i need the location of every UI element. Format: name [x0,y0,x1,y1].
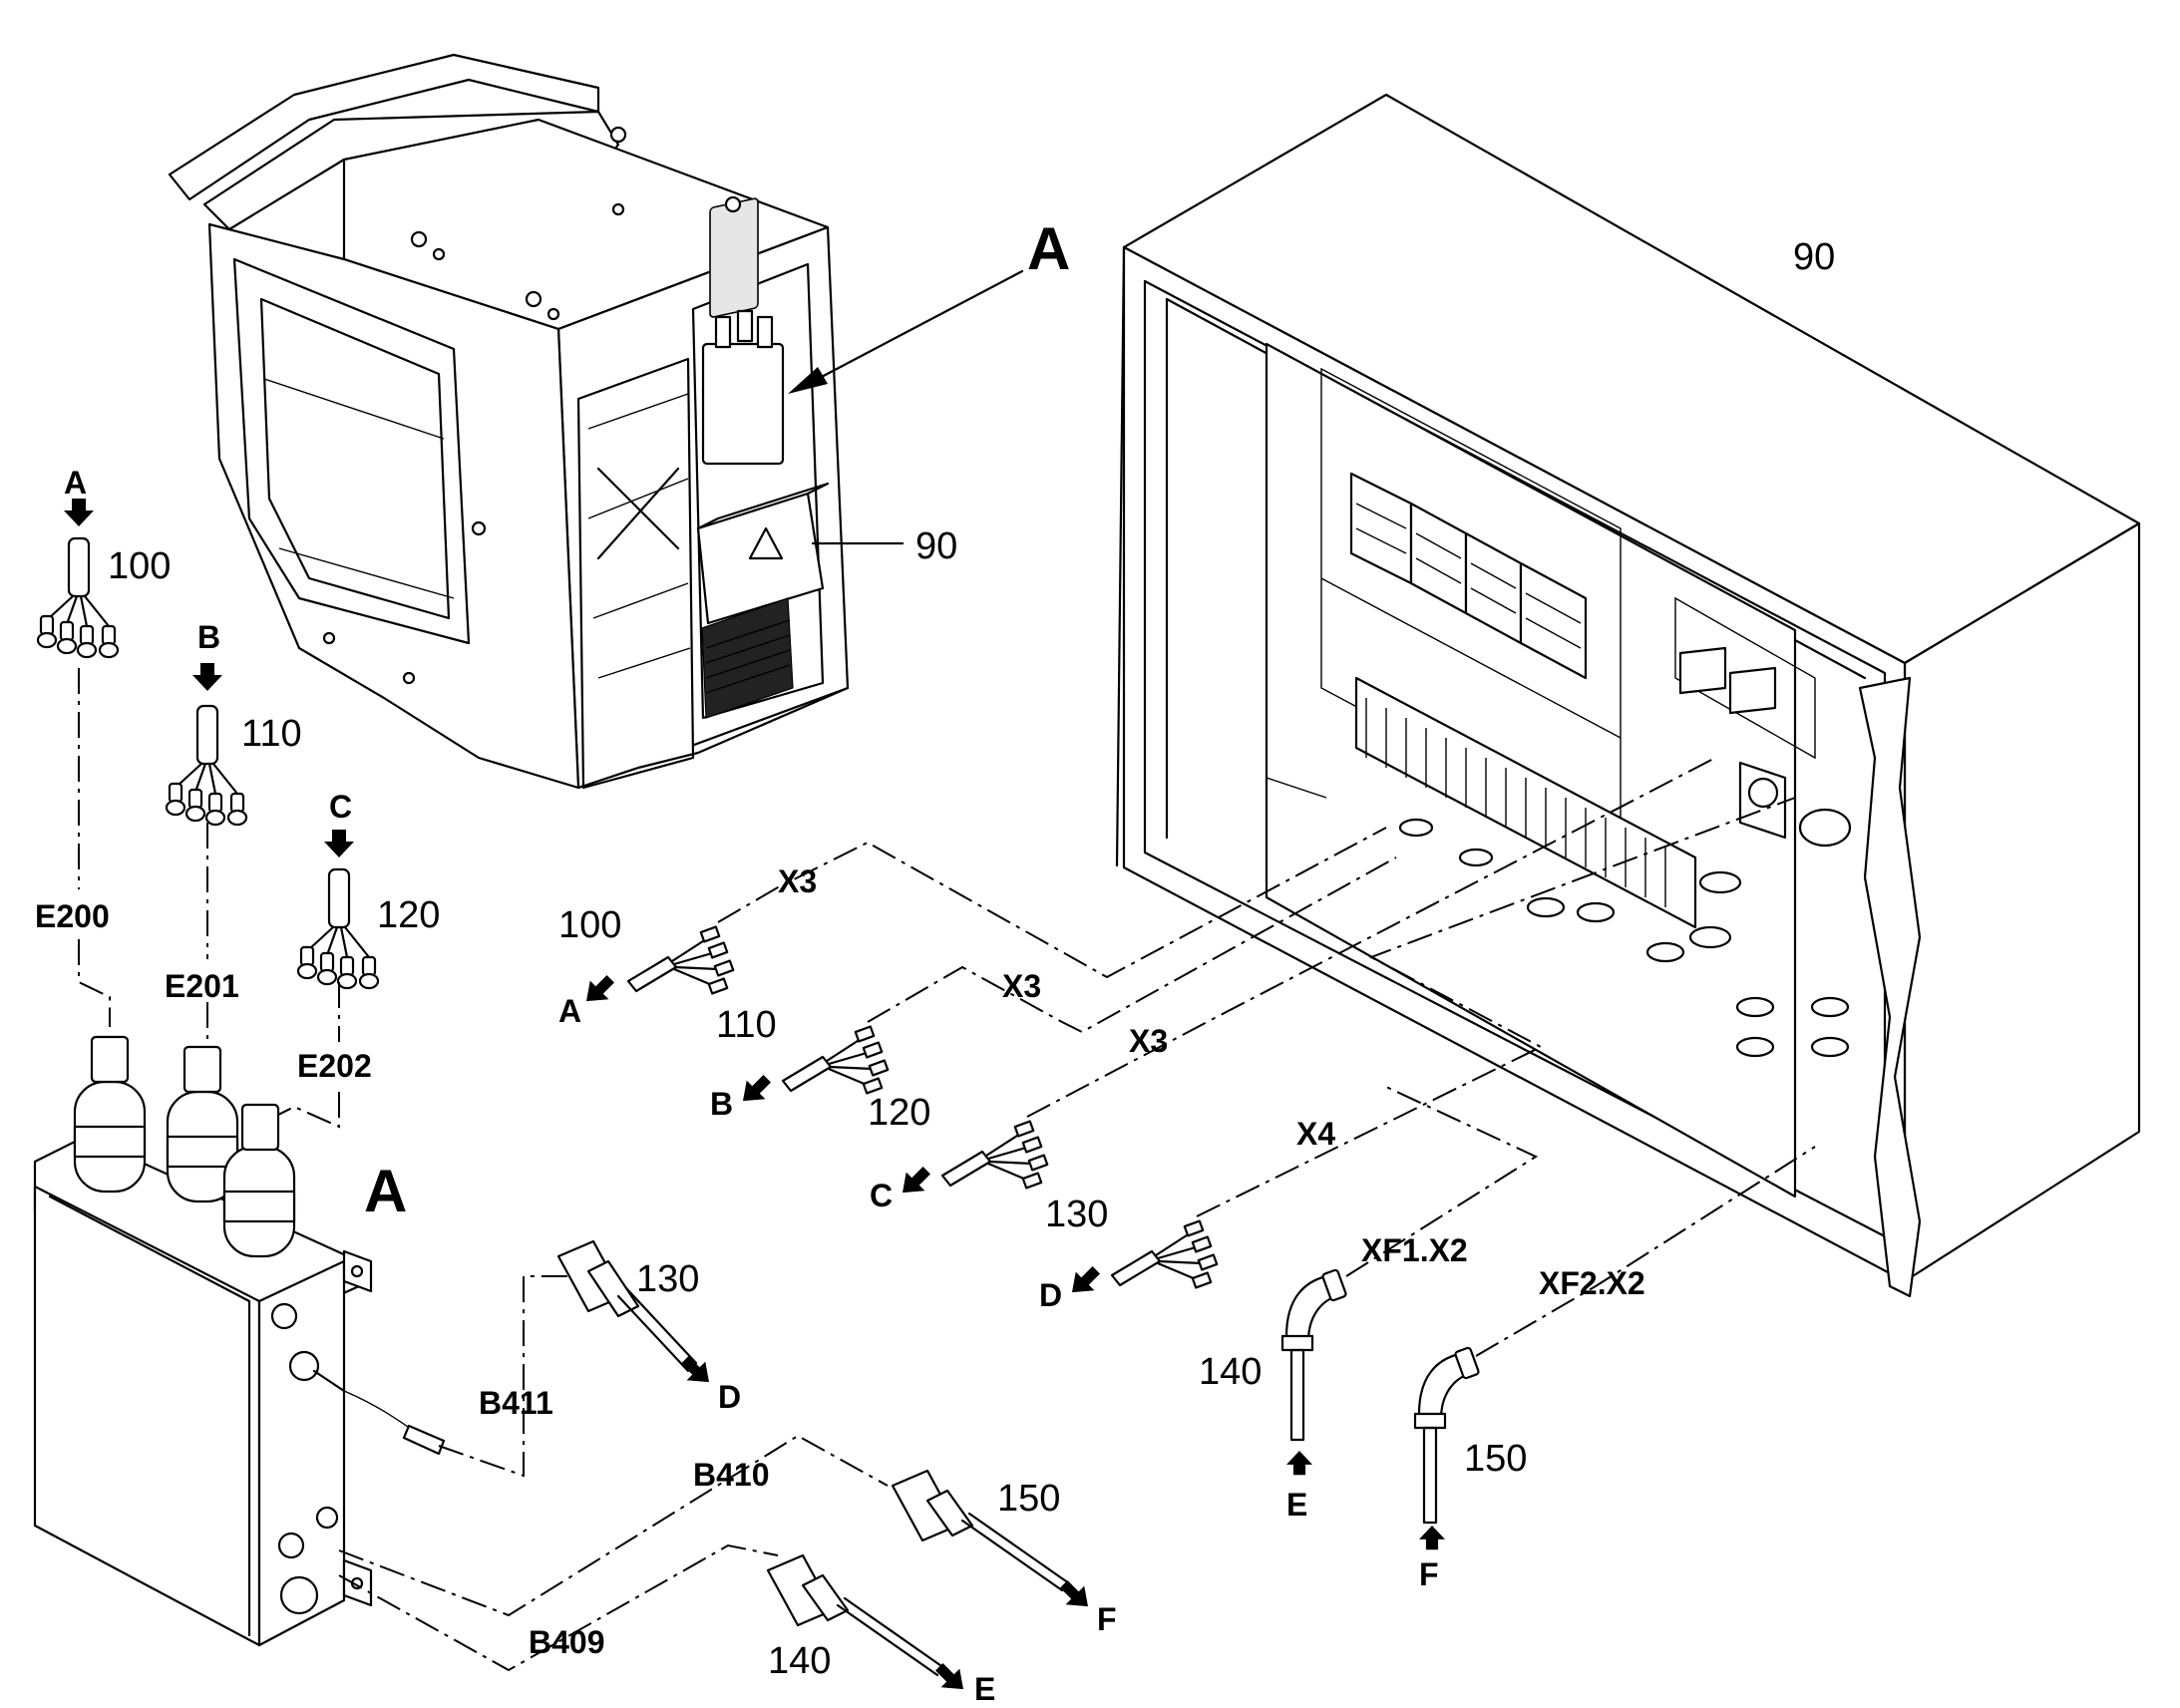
label-plug-140-dest: E [974,1671,995,1707]
label-e200: E200 [35,898,110,934]
label-plug-150: 150 [997,1478,1060,1520]
label-lead-120-dest: C [870,1178,893,1213]
label-lead-110: 110 [716,1004,777,1046]
label-x3-a: X3 [778,863,817,899]
label-elbow-140: 140 [1199,1351,1262,1393]
plug-130 [556,1239,709,1383]
e200-leader [78,939,111,1027]
x4-route [1196,797,1796,1217]
b410-leader [338,1434,889,1617]
cabinet-housing-view [168,53,850,790]
label-x3-c: X3 [1129,1023,1168,1059]
harness-a-letter: A [64,465,87,501]
label-lead-130: 130 [1045,1194,1108,1235]
label-plug-130: 130 [636,1258,699,1300]
label-lead-130-dest: D [1039,1277,1062,1313]
label-xf2: XF2.X2 [1539,1265,1645,1301]
label-b409: B409 [529,1624,605,1660]
label-lead-100: 100 [558,904,621,946]
harness-a [36,499,120,659]
sensor-ports [270,1302,339,1615]
label-lead-100-dest: A [558,993,581,1029]
label-elbow-140-src: E [1286,1487,1307,1523]
harness-c-part: 120 [377,894,440,936]
harness-b-letter: B [197,619,220,655]
capacitor-cluster-small [701,309,785,466]
x3-route-b [867,856,1397,1034]
label-lead-110-dest: B [710,1086,733,1122]
b409-leader [338,1543,779,1672]
plug-150 [891,1469,1088,1607]
label-plug-130-dest: D [718,1379,741,1415]
label-e201: E201 [165,968,239,1004]
harness-b-part: 110 [241,713,302,755]
capacitor-assembly-a [33,1035,446,1647]
label-lead-120: 120 [868,1092,930,1134]
xf2-route [1475,1146,1816,1357]
electrical-box-90 [1115,93,2141,1298]
harness-a-part: 100 [108,545,171,587]
label-xf1: XF1.X2 [1361,1232,1468,1268]
label-elbow-150-src: F [1419,1556,1439,1592]
view-a-mid: A [364,1158,407,1224]
label-elbow-150: 150 [1464,1438,1527,1480]
label-x3-b: X3 [1002,968,1041,1004]
label-x4: X4 [1296,1116,1335,1152]
xf1-route [1345,1086,1539,1277]
callout-a-top: A [1027,215,1070,282]
elbow-150 [1413,1346,1480,1550]
harness-c [296,830,380,990]
label-90-main: 90 [1793,236,1835,278]
b411-leader [438,1275,578,1478]
x3-route-c [1026,757,1716,1118]
label-plug-140: 140 [768,1640,831,1682]
harness-b [165,663,248,827]
plug-140 [766,1553,963,1690]
relay-row [1349,472,1588,680]
x3-route-a [717,827,1387,979]
label-e202: E202 [297,1048,372,1084]
label-b411: B411 [479,1385,553,1421]
harness-c-letter: C [329,789,352,825]
label-plug-150-dest: F [1097,1601,1117,1637]
callout-a-arrowhead [788,367,828,394]
callout-a-leader [816,269,1024,381]
label-b410: B410 [693,1457,770,1493]
elbow-140 [1280,1268,1347,1476]
label-90-box: 90 [915,525,957,567]
